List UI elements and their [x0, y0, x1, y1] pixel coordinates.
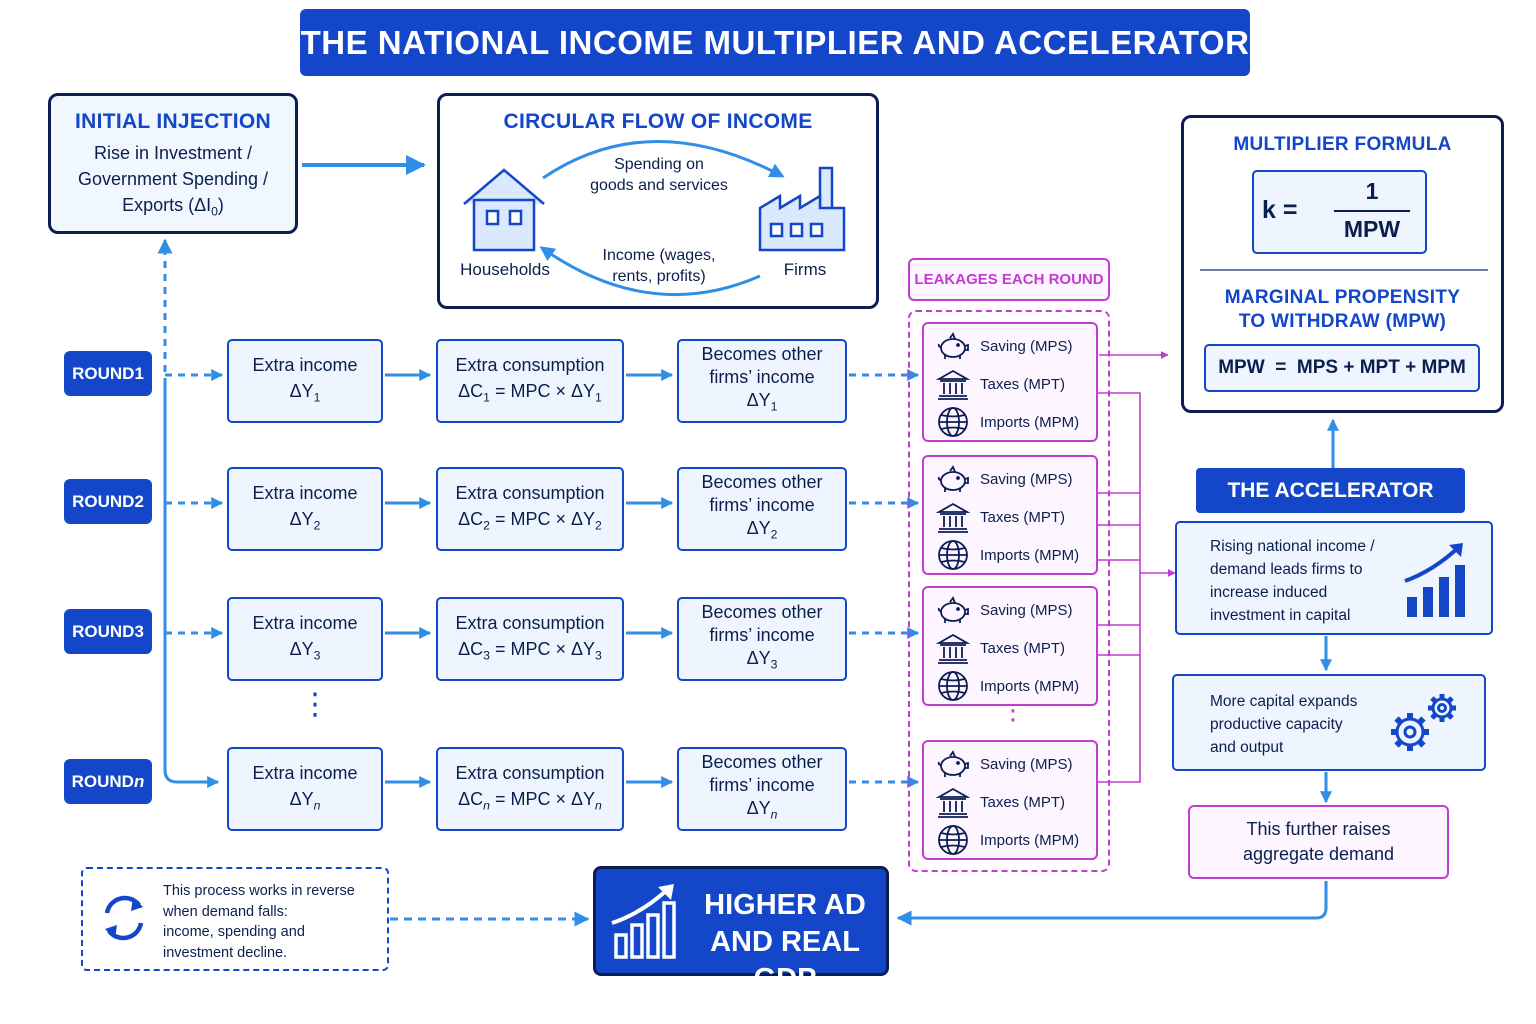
result-line-2: AND REAL GDP: [710, 926, 860, 995]
round-badge: ROUND 3: [64, 609, 152, 654]
piggy-bank-icon: [937, 465, 969, 492]
circular-flow-diagram: [463, 140, 846, 297]
fraction-bar: [1334, 210, 1410, 212]
leak-saving: Saving (MPS): [936, 592, 1073, 628]
injection-line-1: Rise in Investment /: [93, 143, 253, 163]
income-flow-label: Income (wages, rents, profits): [602, 247, 716, 285]
round-badge: ROUND n: [64, 759, 152, 804]
leakage-group: Saving (MPS)Taxes (MPT)Imports (MPM): [922, 740, 1098, 860]
firms-label: Firms: [783, 260, 827, 279]
result-line-1: HIGHER AD: [704, 889, 866, 921]
leakage-bracket: [1098, 351, 1176, 783]
multiplier-panel: MULTIPLIER FORMULA k = 1 MPW MARGINAL PR…: [1181, 115, 1504, 413]
accelerator-heading: THE ACCELERATOR: [1196, 468, 1465, 513]
globe-icon: [938, 825, 968, 855]
leak-taxes: Taxes (MPT): [936, 784, 1065, 820]
circular-flow-panel: CIRCULAR FLOW OF INCOME Spending on good…: [437, 93, 879, 309]
page-title: THE NATIONAL INCOME MULTIPLIER AND ACCEL…: [300, 9, 1250, 76]
multiplier-heading: MULTIPLIER FORMULA: [1233, 134, 1452, 155]
bank-icon: [936, 633, 970, 664]
result-box: HIGHER AD AND REAL GDP: [593, 866, 889, 995]
bank-icon: [936, 787, 970, 818]
leak-imports: Imports (MPM): [936, 537, 1079, 573]
factory-icon: [758, 166, 846, 252]
accelerator-box-3: This further raises aggregate demand: [1188, 805, 1449, 879]
gears-icon: [1391, 694, 1456, 751]
leak-saving: Saving (MPS): [936, 461, 1073, 497]
circular-flow-heading: CIRCULAR FLOW OF INCOME: [503, 110, 813, 133]
piggy-bank-icon: [937, 596, 969, 623]
multiplier-divider: [1200, 269, 1488, 271]
rounds-spine: [163, 378, 220, 788]
initial-injection-panel: INITIAL INJECTION Rise in Investment / G…: [48, 93, 298, 234]
initial-injection-text: Rise in Investment / Government Spending…: [51, 140, 295, 224]
injection-line-3: Exports (ΔI0): [122, 195, 224, 219]
bank-icon: [936, 369, 970, 400]
leakage-group: Saving (MPS)Taxes (MPT)Imports (MPM): [922, 455, 1098, 575]
accelerator-arrows: [896, 418, 1339, 926]
reverse-note-box: This process works in reverse when deman…: [81, 867, 389, 971]
bank-icon: [936, 502, 970, 533]
piggy-bank-icon: [937, 750, 969, 777]
mpw-heading: MARGINAL PROPENSITY TO WITHDRAW (MPW): [1224, 287, 1461, 332]
globe-icon: [938, 540, 968, 570]
leakages-heading-box: LEAKAGES EACH ROUND: [908, 258, 1110, 301]
leak-taxes: Taxes (MPT): [936, 630, 1065, 666]
formula-numerator: 1: [1365, 178, 1379, 204]
households-label: Households: [460, 260, 550, 279]
cycle-arrows-icon: [104, 895, 144, 941]
leak-taxes: Taxes (MPT): [936, 499, 1065, 535]
round-arrows: [165, 369, 920, 788]
leakages-container: [908, 310, 1110, 872]
piggy-bank-icon: [937, 332, 969, 359]
accelerator-box-2: More capital expands productive capacity…: [1172, 674, 1486, 771]
initial-injection-heading: INITIAL INJECTION: [74, 110, 272, 133]
leak-taxes: Taxes (MPT): [936, 366, 1065, 402]
accelerator-box-1: Rising national income / demand leads fi…: [1175, 521, 1493, 635]
leak-saving: Saving (MPS): [936, 328, 1073, 364]
multiplier-formula-box: k = 1 MPW: [1252, 170, 1427, 254]
k-label: k =: [1262, 196, 1298, 224]
leakage-group: Saving (MPS)Taxes (MPT)Imports (MPM): [922, 586, 1098, 706]
leak-imports: Imports (MPM): [936, 668, 1079, 704]
globe-icon: [938, 671, 968, 701]
leak-imports: Imports (MPM): [936, 822, 1079, 858]
house-icon: [463, 168, 545, 252]
leakage-group: Saving (MPS)Taxes (MPT)Imports (MPM): [922, 322, 1098, 442]
leak-saving: Saving (MPS): [936, 746, 1073, 782]
round-badge: ROUND 2: [64, 479, 152, 524]
formula-denominator: MPW: [1343, 216, 1401, 242]
rising-bar-chart-icon: [1404, 543, 1465, 617]
spending-label: Spending on goods and services: [590, 156, 728, 194]
injection-line-2: Government Spending /: [77, 169, 269, 189]
mpw-formula-box: MPW = MPS + MPT + MPM: [1204, 344, 1480, 392]
growth-chart-icon: [611, 884, 676, 959]
round-badge: ROUND 1: [64, 351, 152, 396]
leak-imports: Imports (MPM): [936, 404, 1079, 440]
ellipsis-dots: ⋮: [300, 688, 330, 721]
globe-icon: [938, 407, 968, 437]
